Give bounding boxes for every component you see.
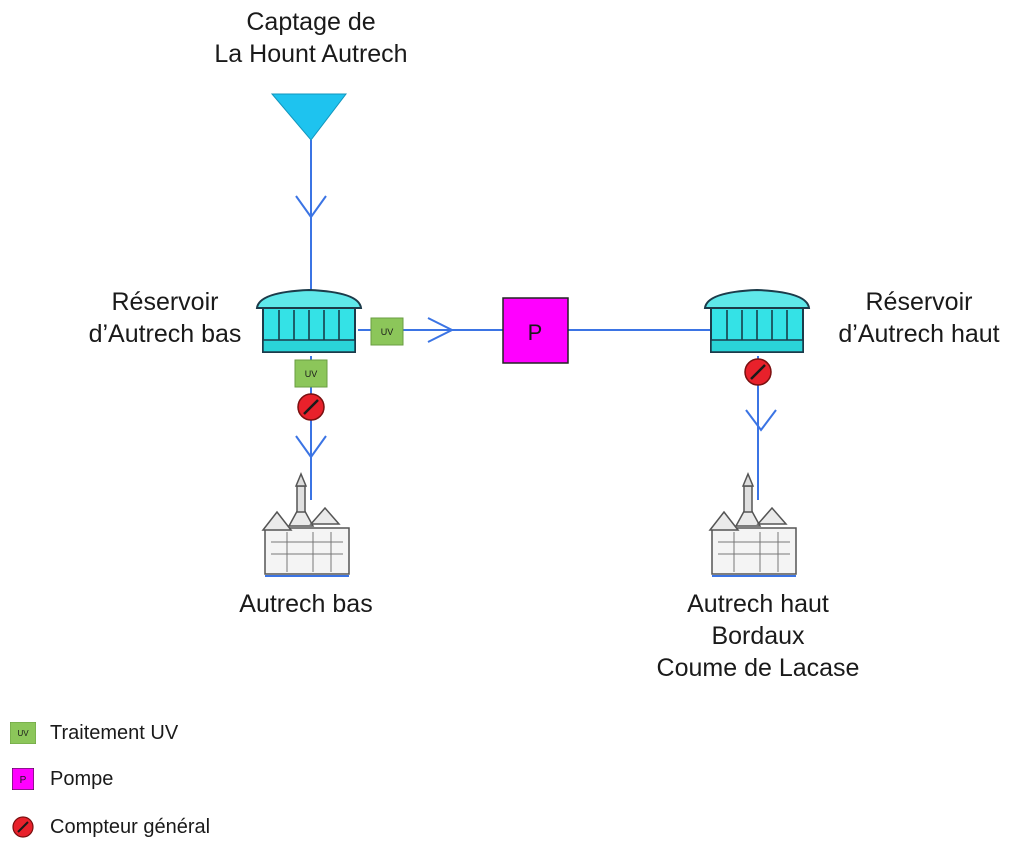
meter-icon: [10, 814, 36, 840]
legend-item-uv: UV Traitement UV: [10, 718, 178, 748]
label-village-high: Autrech haut Bordaux Coume de Lacase: [620, 588, 896, 684]
uv-box-label: UV: [381, 327, 394, 337]
legend-pump-symbol-label: P: [20, 775, 27, 786]
meter-high-icon: [743, 357, 773, 387]
legend-label-meter: Compteur général: [50, 815, 211, 838]
legend-item-pump: P Pompe: [10, 764, 113, 794]
flow-arrow-down-1: [295, 195, 327, 219]
legend-label-pump: Pompe: [50, 767, 114, 790]
uv-box-label: UV: [305, 369, 318, 379]
legend-item-meter: Compteur général: [10, 812, 210, 842]
label-reservoir-high-line2: d’Autrech haut: [838, 320, 1000, 348]
village-high-icon: [709, 473, 797, 577]
flow-arrow-right: [427, 317, 455, 343]
uv-box-vertical: UV: [294, 359, 328, 388]
label-source: Captage de La Hount Autrech: [181, 6, 441, 70]
label-reservoir-low: Réservoir d’Autrech bas: [60, 286, 270, 350]
label-source-line1: Captage de: [246, 8, 376, 36]
legend-uv-symbol-label: UV: [17, 729, 29, 738]
label-village-high-line3: Coume de Lacase: [656, 654, 860, 682]
legend-label-uv: Traitement UV: [50, 721, 179, 744]
uv-box-icon: UV: [10, 720, 36, 746]
reservoir-low-icon: [256, 289, 362, 353]
flow-arrow-down-2: [295, 435, 327, 459]
label-village-high-line2: Bordaux: [711, 622, 805, 650]
label-village-low: Autrech bas: [196, 588, 416, 620]
label-reservoir-low-line1: Réservoir: [111, 288, 219, 316]
source-triangle-icon: [270, 93, 348, 141]
label-reservoir-high-line1: Réservoir: [865, 288, 973, 316]
label-reservoir-high: Réservoir d’Autrech haut: [812, 286, 1026, 350]
label-reservoir-low-line2: d’Autrech bas: [88, 320, 242, 348]
pump-box-label: P: [528, 320, 543, 345]
pump-box: P: [502, 297, 569, 364]
village-low-icon: [262, 473, 350, 577]
label-source-line2: La Hount Autrech: [214, 40, 408, 68]
uv-box-horizontal: UV: [370, 317, 404, 346]
reservoir-high-icon: [704, 289, 810, 353]
meter-low-icon: [296, 392, 326, 422]
pump-box-icon: P: [10, 766, 36, 792]
label-village-low-line1: Autrech bas: [239, 590, 373, 618]
label-village-high-line1: Autrech haut: [687, 590, 829, 618]
flow-arrow-down-3: [745, 409, 777, 432]
